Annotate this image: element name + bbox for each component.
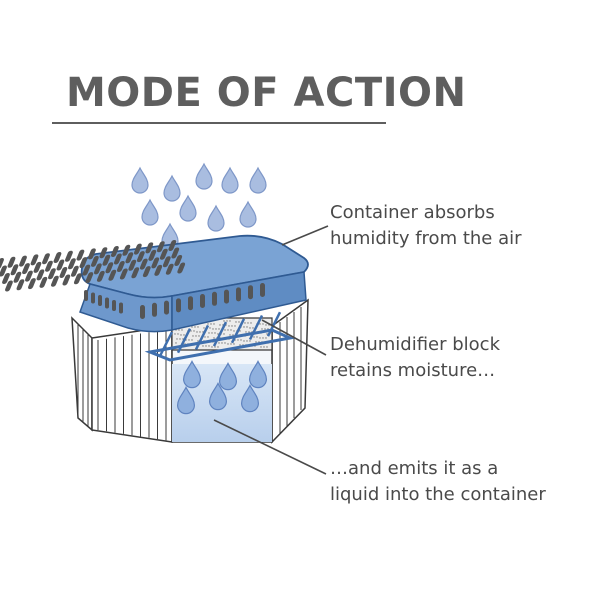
liquid-droplet: [240, 384, 260, 413]
leader-line-absorb: [281, 225, 329, 246]
callout-block: Dehumidifier block retains moisture…: [330, 332, 500, 384]
grid-bar: [248, 314, 264, 341]
grid-bar: [158, 331, 174, 357]
air-droplet: [207, 204, 225, 232]
leader-lines: [213, 225, 329, 475]
air-droplet: [163, 174, 181, 202]
grid-bar: [212, 321, 228, 347]
grid-bar: [176, 328, 192, 354]
lid-vent-slots: [0, 240, 186, 292]
callout-liquid-line1: …and emits it as a: [330, 458, 499, 479]
air-droplet: [179, 194, 197, 222]
grid-bar: [266, 311, 282, 337]
grid-bar: [230, 318, 246, 344]
liquid-droplet: [182, 360, 202, 389]
callout-block-line1: Dehumidifier block: [330, 334, 501, 355]
air-droplet: [249, 166, 267, 194]
container-lid: [0, 234, 309, 333]
liquid-droplets: [176, 360, 268, 415]
leader-line-block: [261, 319, 327, 356]
liquid-droplet: [208, 382, 228, 411]
callout-block-line2: retains moisture…: [330, 360, 496, 381]
collected-liquid: [172, 360, 272, 442]
liquid-droplet: [218, 362, 238, 391]
callout-absorb-line2: humidity from the air: [330, 228, 522, 249]
grid-tray: [144, 311, 296, 362]
air-droplet: [239, 200, 257, 228]
callout-absorb: Container absorbs humidity from the air: [330, 200, 522, 252]
liquid-droplet: [176, 386, 196, 415]
air-droplet: [131, 166, 149, 194]
liquid-droplet: [248, 360, 268, 389]
leader-line-liquid: [213, 419, 327, 475]
air-droplet: [195, 162, 213, 190]
lid-skirt-slots: [84, 283, 265, 319]
callout-absorb-line1: Container absorbs: [330, 202, 495, 223]
air-droplet: [221, 166, 239, 194]
diagram-title: MODE OF ACTION: [66, 70, 467, 116]
title-underline: [52, 122, 386, 124]
left-side-ribs: [77, 324, 89, 426]
callout-liquid-line2: liquid into the container: [330, 484, 546, 505]
grid-bar: [194, 324, 210, 350]
air-droplet: [141, 198, 159, 226]
callout-liquid: …and emits it as a liquid into the conta…: [330, 456, 546, 508]
